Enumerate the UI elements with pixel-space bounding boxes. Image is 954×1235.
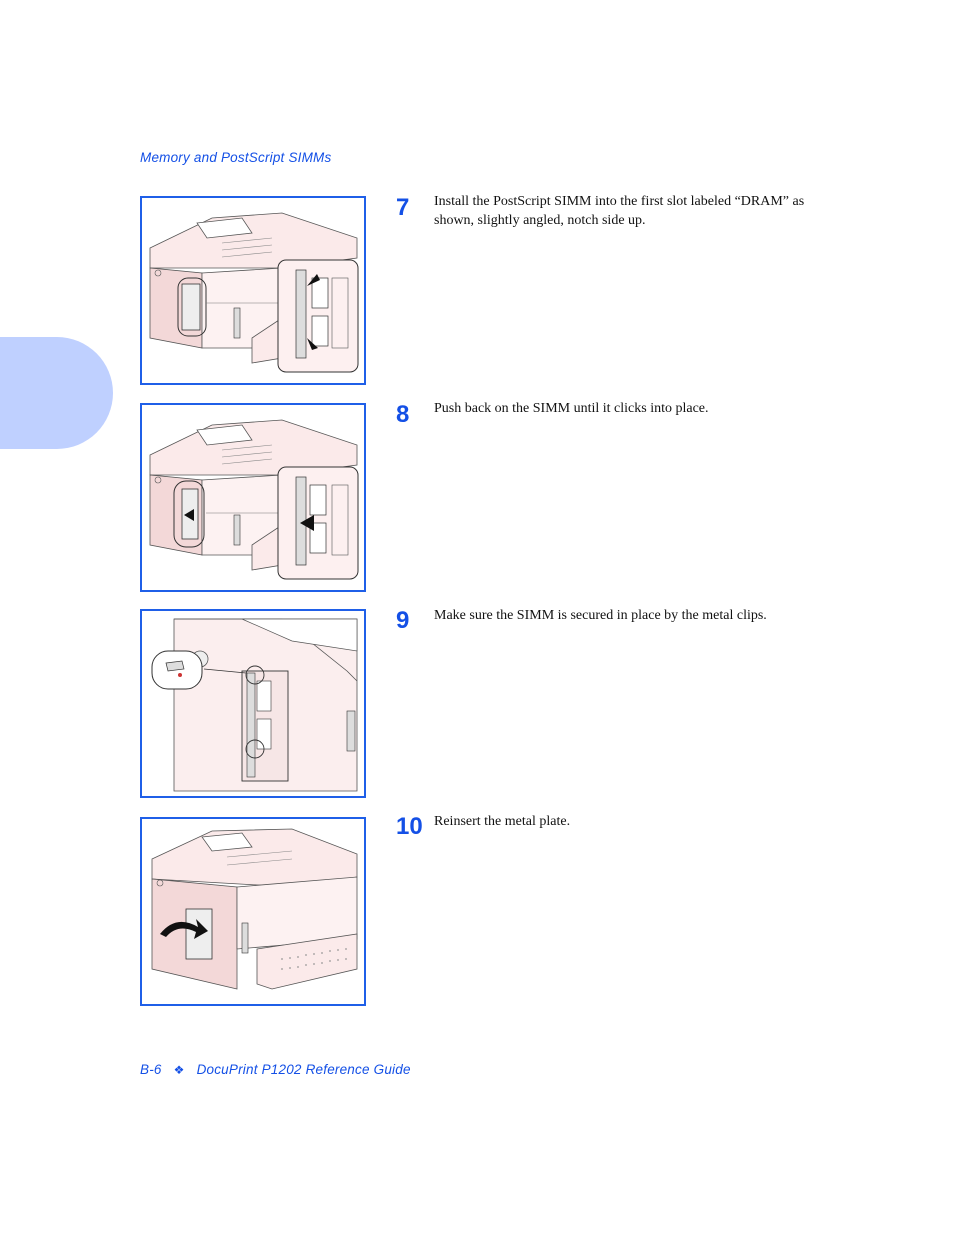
figure-step-8 [140, 403, 366, 592]
section-header: Memory and PostScript SIMMs [140, 150, 332, 165]
printer-simm-push-illustration [149, 419, 359, 580]
step-number: 8 [396, 401, 410, 428]
page-label: B-6 [140, 1062, 162, 1077]
step-number: 7 [396, 194, 410, 221]
figure-step-7 [140, 196, 366, 385]
guide-title: DocuPrint P1202 Reference Guide [196, 1062, 411, 1077]
step-text: Make sure the SIMM is secured in place b… [434, 608, 767, 623]
chapter-side-tab [0, 337, 113, 449]
printer-simm-install-illustration [149, 212, 359, 373]
step-number: 9 [396, 607, 410, 634]
step-text: Install the PostScript SIMM into the fir… [434, 194, 805, 228]
step-text: Reinsert the metal plate. [434, 814, 571, 829]
diamond-separator-icon: ❖ [173, 1063, 185, 1077]
page-footer: B-6 ❖ DocuPrint P1202 Reference Guide [140, 1062, 411, 1077]
step-text: Push back on the SIMM until it clicks in… [434, 401, 709, 416]
figure-step-9 [140, 609, 366, 798]
figure-step-10 [140, 817, 366, 1006]
simm-metal-clips-illustration [151, 618, 358, 792]
step-number: 10 [396, 813, 423, 840]
reinsert-metal-plate-illustration [151, 828, 358, 990]
